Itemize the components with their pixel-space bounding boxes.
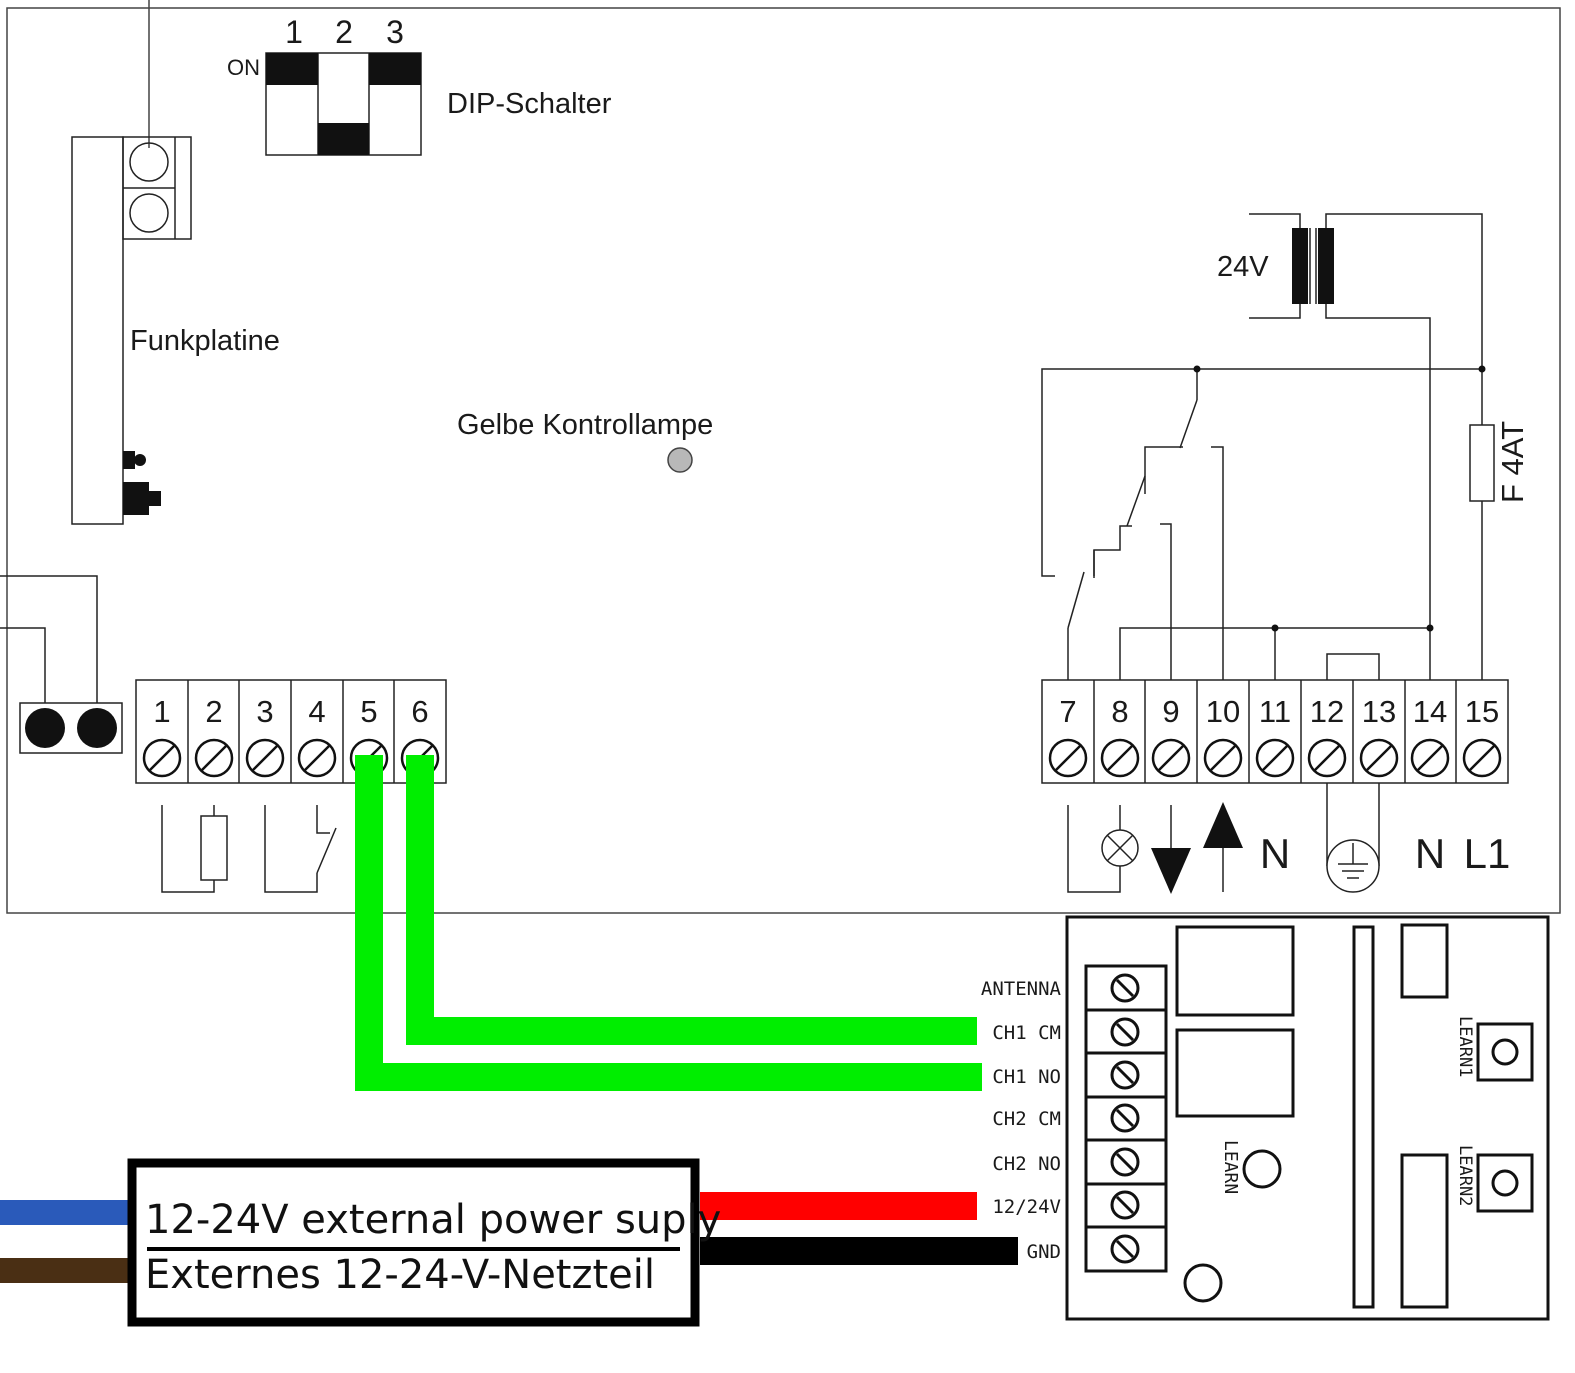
mains-input-connector (0, 575, 123, 754)
psu-label-german: Externes 12-24-V-Netzteil (145, 1252, 655, 1298)
left-terminal-block (135, 679, 447, 784)
positive-wire (700, 1192, 977, 1220)
terminal-label: 1 (153, 694, 170, 729)
terminal-label: 15 (1465, 694, 1499, 729)
controller-board-outline (6, 7, 1561, 914)
transformer-label: 24V (1217, 251, 1269, 283)
neutral-label-mains: N (1415, 830, 1445, 877)
receiver-terminal-label: CH2 CM (992, 1108, 1061, 1130)
terminal-screws-right (1048, 738, 1502, 778)
receiver-terminal-label: CH1 NO (992, 1066, 1061, 1088)
lamp-label: Gelbe Kontrollampe (457, 409, 713, 441)
dip-on-label: ON (227, 55, 260, 80)
receiver-terminal-label: CH2 NO (992, 1153, 1061, 1175)
receiver-terminal-label: CH1 CM (992, 1022, 1061, 1044)
receiver-module (1065, 915, 1550, 1321)
up-arrow-icon (1203, 802, 1243, 892)
radio-board (71, 136, 192, 525)
junction-dots (1193, 365, 1486, 632)
learn-label: LEARN (1220, 1140, 1241, 1194)
yellow-control-lamp (667, 447, 693, 473)
mains-brown-wire (0, 1258, 130, 1283)
terminal-label: 4 (308, 694, 325, 729)
learn-led (1242, 1149, 1282, 1189)
terminal-label: 7 (1059, 694, 1076, 729)
terminal-label: 5 (360, 694, 377, 729)
ground-wire (700, 1237, 1018, 1265)
terminal-label: 2 (205, 694, 222, 729)
dip-number-2: 2 (335, 14, 353, 50)
learn2-label: LEARN2 (1455, 1145, 1475, 1206)
external-power-supply (127, 1158, 700, 1327)
terminal-label: 6 (411, 694, 428, 729)
neutral-label-motor: N (1260, 830, 1290, 877)
terminal-label: 14 (1413, 694, 1447, 729)
dip-switch-1-lever[interactable] (266, 53, 318, 85)
dip-switch-2-lever[interactable] (318, 123, 369, 155)
receiver-led (1183, 1263, 1223, 1303)
terminal-label: 11 (1259, 694, 1291, 729)
ground-symbol-icon (1326, 783, 1380, 893)
terminal-label: 8 (1111, 694, 1128, 729)
dip-switch-label: DIP-Schalter (447, 88, 612, 120)
terminal-label: 10 (1206, 694, 1240, 729)
signal-wire-terminal6-to-ch1-cm (406, 755, 977, 1045)
mains-blue-wire (0, 1200, 130, 1225)
receiver-terminal-label: GND (1027, 1241, 1061, 1263)
terminal-label: 9 (1162, 694, 1179, 729)
receiver-terminal-label: ANTENNA (981, 978, 1062, 1000)
fuse (1469, 424, 1495, 502)
relay-contacts (1041, 368, 1482, 680)
radio-board-connector (123, 451, 161, 515)
signal-wire-terminal5-to-ch1-no (355, 755, 982, 1091)
live-label-mains: L1 (1464, 830, 1511, 877)
down-arrow-icon (1151, 805, 1191, 894)
switch-contact-symbol (264, 805, 337, 893)
dip-number-3: 3 (386, 14, 404, 50)
terminal-label: 12 (1310, 694, 1344, 729)
terminal-label: 3 (256, 694, 273, 729)
learn1-label: LEARN1 (1455, 1016, 1475, 1077)
resistor-symbol (161, 805, 228, 893)
receiver-terminal-label: 12/24V (992, 1196, 1061, 1218)
learn1-button[interactable] (1476, 1022, 1534, 1082)
lamp-symbol (1067, 805, 1139, 893)
dip-number-1: 1 (285, 14, 303, 50)
radio-board-label: Funkplatine (130, 325, 280, 357)
dip-switch[interactable] (265, 52, 422, 156)
terminal-label: 13 (1362, 694, 1396, 729)
learn2-button[interactable] (1476, 1153, 1534, 1213)
fuse-label: F 4AT (1495, 421, 1530, 503)
psu-label-english: 12-24V external power suply (145, 1197, 721, 1243)
receiver-terminal-strip (1084, 964, 1168, 1273)
dip-switch-3-lever[interactable] (369, 53, 421, 85)
transformer (1249, 213, 1483, 680)
